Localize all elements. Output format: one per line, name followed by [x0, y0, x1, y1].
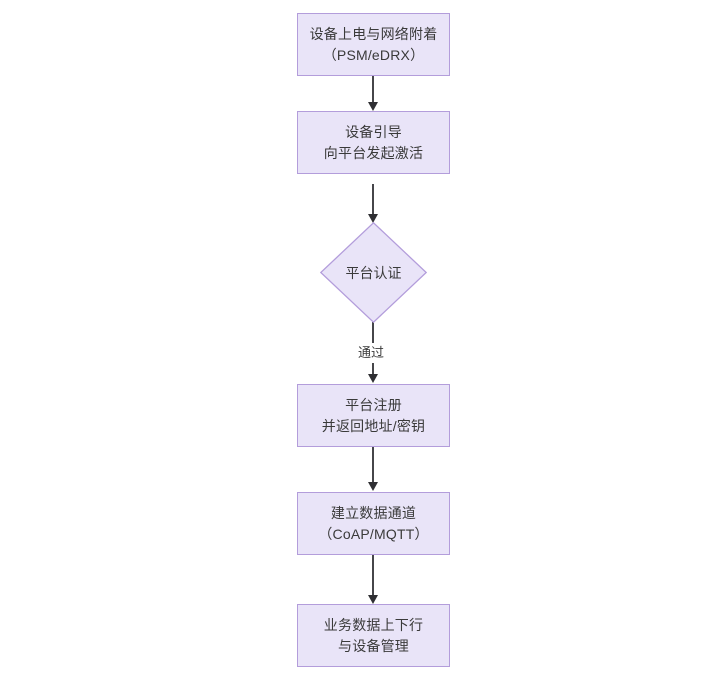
- node-power-on[interactable]: 设备上电与网络附着 （PSM/eDRX）: [297, 13, 450, 76]
- node-platform-auth-label: 平台认证: [345, 264, 402, 281]
- arrowhead-icon: [368, 214, 378, 223]
- connector-line: [372, 447, 374, 483]
- node-platform-register[interactable]: 平台注册 并返回地址/密钥: [297, 384, 450, 447]
- connector-line: [372, 555, 374, 596]
- node-platform-auth[interactable]: 平台认证: [320, 222, 427, 323]
- node-business-data-line2: 与设备管理: [338, 637, 409, 654]
- node-bootstrap-line1: 设备引导: [345, 123, 402, 140]
- node-business-data[interactable]: 业务数据上下行 与设备管理: [297, 604, 450, 667]
- node-power-on-line1: 设备上电与网络附着: [309, 25, 438, 42]
- connector-line: [372, 76, 374, 103]
- arrowhead-icon: [368, 374, 378, 383]
- node-platform-register-line2: 并返回地址/密钥: [321, 417, 426, 434]
- edge-label-pass: 通过: [355, 343, 388, 363]
- node-platform-register-line1: 平台注册: [345, 396, 402, 413]
- node-bootstrap-line2: 向平台发起激活: [323, 144, 424, 161]
- arrowhead-icon: [368, 595, 378, 604]
- arrowhead-icon: [368, 102, 378, 111]
- node-data-channel-line2: （CoAP/MQTT）: [318, 525, 429, 542]
- node-data-channel-line1: 建立数据通道: [330, 504, 417, 521]
- node-business-data-line1: 业务数据上下行: [323, 616, 424, 633]
- connector-line: [372, 184, 374, 215]
- node-bootstrap[interactable]: 设备引导 向平台发起激活: [297, 111, 450, 174]
- node-power-on-line2: （PSM/eDRX）: [322, 46, 425, 63]
- arrowhead-icon: [368, 482, 378, 491]
- node-data-channel[interactable]: 建立数据通道 （CoAP/MQTT）: [297, 492, 450, 555]
- diamond-shape-icon: [320, 222, 427, 323]
